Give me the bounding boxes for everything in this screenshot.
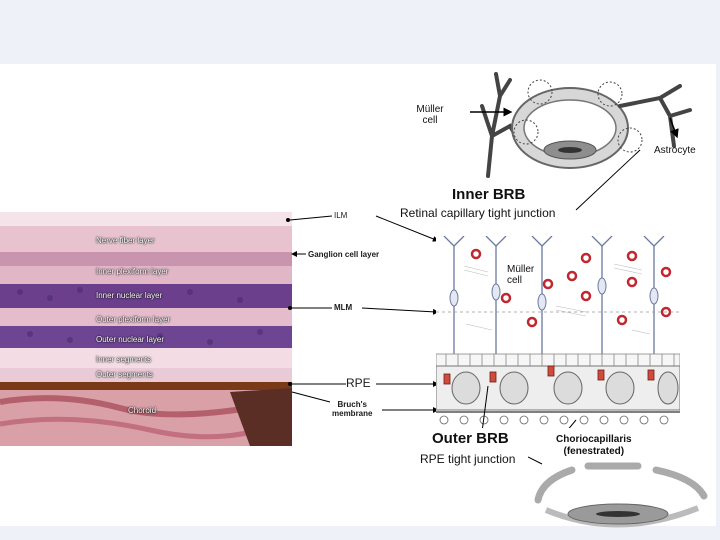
schematic-muller-label-line1: Müller [507,264,535,275]
histology-section: Nerve fiber layer Inner plexiform layer … [0,212,292,446]
layer-nerve-fiber: Nerve fiber layer [96,236,155,245]
layer-outer-segments: Outer segments [96,370,153,379]
inner-brb-subtitle: Retinal capillary tight junction [400,206,556,220]
layer-inner-segments: Inner segments [96,355,152,364]
top-muller-label-line2: cell [422,115,438,126]
layer-inner-plexiform: Inner plexiform layer [96,267,169,276]
callout-bruch-line2: membrane [332,409,373,418]
callout-bruch: Bruch's membrane [332,400,372,418]
layer-outer-plexiform: Outer plexiform layer [96,315,171,324]
callout-rpe: RPE [346,376,371,390]
layer-choroid: Choroid [128,406,157,415]
schematic-muller-label-line2: cell [507,275,523,286]
choriocapillaris-line2: (fenestrated) [563,446,625,457]
choriocapillaris-line1: Choriocapillaris [556,434,632,445]
outer-brb-title: Outer BRB [432,430,509,447]
callout-ilm: ILM [334,211,348,220]
capillary-muller-illustration [470,72,692,178]
callout-ganglion: Ganglion cell layer [308,250,380,259]
callout-bruch-line1: Bruch's [337,400,367,409]
top-muller-label-line1: Müller [416,104,444,115]
layer-outer-nuclear: Outer nuclear layer [96,335,165,344]
retina-schematic [436,236,680,428]
outer-brb-subtitle: RPE tight junction [420,452,516,466]
astrocyte-label: Astrocyte [654,145,696,156]
inner-brb-title: Inner BRB [452,186,526,203]
fenestrated-capillary-illustration [528,456,708,528]
callout-mlm: MLM [334,303,353,312]
layer-inner-nuclear: Inner nuclear layer [96,291,163,300]
